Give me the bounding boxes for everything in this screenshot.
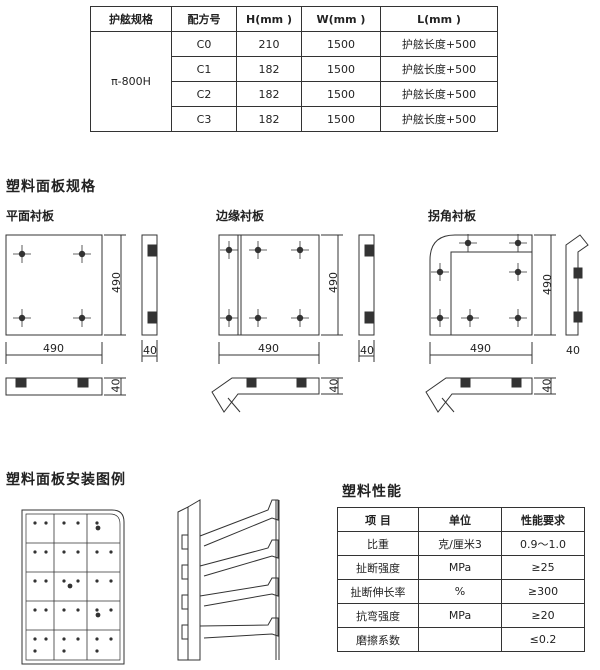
spec-cell: 1500: [301, 106, 381, 132]
spec-cell: 护舷长度+500: [380, 56, 498, 82]
prop-cell: MPa: [418, 555, 502, 580]
flat-bottom-thick-dim: 40: [109, 378, 123, 393]
corner-height-dim: 490: [541, 274, 554, 295]
spec-header: W(mm ): [301, 6, 381, 32]
prop-cell: 0.9～1.0: [501, 531, 585, 556]
table-row: 比重 克/厘米3 0.9～1.0: [337, 531, 585, 556]
table-row: C2 182 1500 护舷长度+500: [91, 81, 498, 107]
corner-thick-dim: 40: [566, 344, 580, 357]
spec-table: 护舷规格 配方号 H(mm ) W(mm ) L(mm ) π-800H C0 …: [90, 6, 498, 132]
spec-cell: C0: [171, 31, 237, 57]
prop-cell: %: [418, 579, 502, 604]
prop-cell: 扯断伸长率: [337, 579, 419, 604]
flat-panel-label: 平面衬板: [6, 209, 55, 223]
table-row: 抗弯强度 MPa ≥20: [337, 603, 585, 628]
prop-cell: ≥300: [501, 579, 585, 604]
table-row: 扯断伸长率 % ≥300: [337, 579, 585, 604]
table-row: C1 182 1500 护舷长度+500: [91, 56, 498, 82]
flat-width-dim: 490: [43, 342, 64, 355]
prop-cell: ≥25: [501, 555, 585, 580]
edge-bottom-thick-dim: 40: [327, 378, 341, 393]
prop-cell: MPa: [418, 603, 502, 628]
spec-cell: 182: [236, 56, 302, 82]
prop-cell: 比重: [337, 531, 419, 556]
install-side-profile: [177, 499, 280, 661]
table-row: 扯断强度 MPa ≥25: [337, 555, 585, 580]
flat-panel-drawing: [5, 234, 158, 396]
install-title: 塑料面板安装图例: [6, 472, 126, 488]
flat-thick-dim: 40: [143, 344, 157, 357]
prop-cell: ≥20: [501, 603, 585, 628]
panel-spec-title: 塑料面板规格: [6, 179, 96, 195]
flat-height-dim: 490: [110, 272, 123, 293]
edge-thick-dim: 40: [360, 344, 374, 357]
prop-header: 项 目: [337, 507, 419, 532]
corner-width-dim: 490: [470, 342, 491, 355]
prop-cell: [418, 627, 502, 652]
spec-cell: 护舷长度+500: [380, 31, 498, 57]
corner-panel-drawing: [425, 233, 589, 413]
prop-cell: ≤0.2: [501, 627, 585, 652]
spec-header: 护舷规格: [90, 6, 172, 32]
install-panel-grid: [21, 509, 125, 665]
spec-cell: 210: [236, 31, 302, 57]
table-row: 磨擦系数 ≤0.2: [337, 627, 585, 652]
table-row: C3 182 1500 护舷长度+500: [91, 106, 498, 132]
corner-panel-label: 拐角衬板: [428, 209, 477, 223]
spec-header: L(mm ): [380, 6, 498, 32]
spec-cell: 182: [236, 106, 302, 132]
edge-panel-drawing: [211, 234, 375, 413]
prop-header-row: 项 目 单位 性能要求: [337, 507, 585, 532]
properties-table: 项 目 单位 性能要求 比重 克/厘米3 0.9～1.0 扯断强度 MPa ≥2…: [337, 507, 585, 652]
spec-cell: 1500: [301, 81, 381, 107]
edge-height-dim: 490: [327, 272, 340, 293]
spec-cell: C2: [171, 81, 237, 107]
properties-title: 塑料性能: [342, 484, 402, 500]
prop-cell: 扯断强度: [337, 555, 419, 580]
prop-cell: 磨擦系数: [337, 627, 419, 652]
spec-header-row: 护舷规格 配方号 H(mm ) W(mm ) L(mm ): [90, 6, 498, 32]
edge-width-dim: 490: [258, 342, 279, 355]
prop-header: 单位: [418, 507, 502, 532]
prop-cell: 抗弯强度: [337, 603, 419, 628]
prop-cell: 克/厘米3: [418, 531, 502, 556]
corner-bottom-thick-dim: 40: [540, 378, 554, 393]
edge-panel-label: 边缘衬板: [216, 209, 265, 223]
spec-header: 配方号: [171, 6, 237, 32]
spec-cell: 182: [236, 81, 302, 107]
spec-cell: C1: [171, 56, 237, 82]
prop-header: 性能要求: [501, 507, 585, 532]
spec-cell: 护舷长度+500: [380, 106, 498, 132]
spec-cell: 1500: [301, 31, 381, 57]
